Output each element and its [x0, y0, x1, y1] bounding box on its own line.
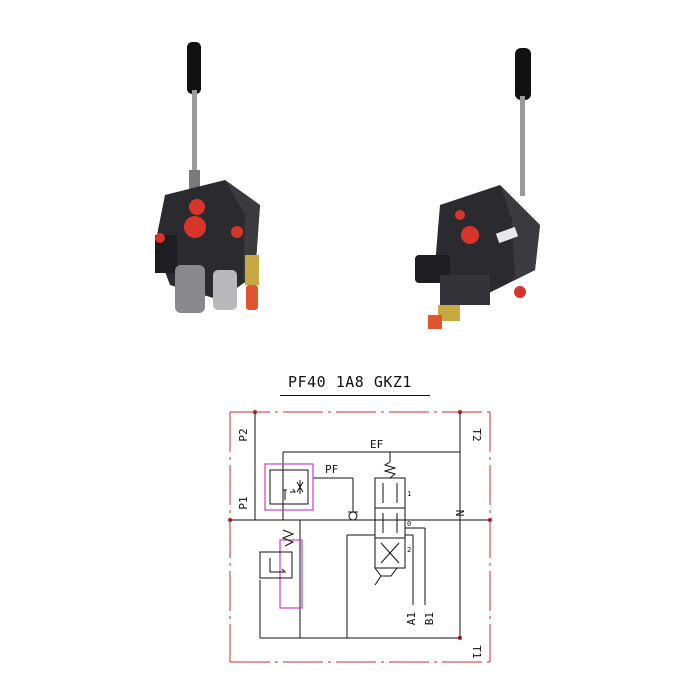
check-valve-symbol — [348, 511, 358, 521]
detent-cartridge — [245, 255, 259, 310]
port-label-t1: T1 — [470, 645, 483, 658]
control-lever — [187, 42, 201, 190]
port-label-n: N — [453, 510, 466, 517]
flow-control-symbol — [269, 469, 309, 505]
title-underline — [280, 395, 430, 396]
priority-flow-box — [264, 463, 314, 511]
valve-photo-angled — [415, 48, 540, 329]
section-divider — [229, 520, 491, 540]
port-plug-red — [231, 226, 243, 238]
spool-marker-0: 0 — [407, 520, 411, 528]
hydraulic-lines — [230, 412, 490, 639]
model-code-title: PF40 1A8 GKZ1 — [288, 373, 412, 391]
valve-boundary — [229, 411, 491, 663]
valve-body — [155, 180, 260, 300]
spool-valve — [374, 461, 406, 586]
relief-valve-box — [279, 539, 303, 609]
port-plug-red — [514, 286, 526, 298]
relief-valve-symbol — [259, 529, 295, 579]
port-label-b1: B1 — [423, 612, 436, 625]
port-label-p2: P2 — [237, 428, 250, 441]
spool-cap — [175, 265, 237, 313]
port-label-a1: A1 — [405, 612, 418, 625]
port-label-t2: T2 — [470, 428, 483, 441]
valve-photo-front — [155, 42, 260, 313]
port-plug-red — [189, 199, 205, 215]
port-plug-red — [155, 233, 165, 243]
spool-marker-1: 1 — [407, 490, 411, 498]
port-label-p1: P1 — [237, 496, 250, 509]
control-lever — [515, 48, 531, 196]
detent-cartridge — [428, 305, 460, 329]
spool-marker-2: 2 — [407, 546, 411, 554]
line-label-ef: EF — [370, 438, 383, 451]
port-plug-red — [184, 216, 206, 238]
nameplate — [495, 226, 519, 244]
line-label-pf: PF — [325, 463, 338, 476]
port-plug-red — [461, 226, 479, 244]
port-plug-red — [455, 210, 465, 220]
hydraulic-schematic: P2 P1 T2 N T1 A1 B1 EF PF 1 0 2 — [227, 409, 493, 663]
